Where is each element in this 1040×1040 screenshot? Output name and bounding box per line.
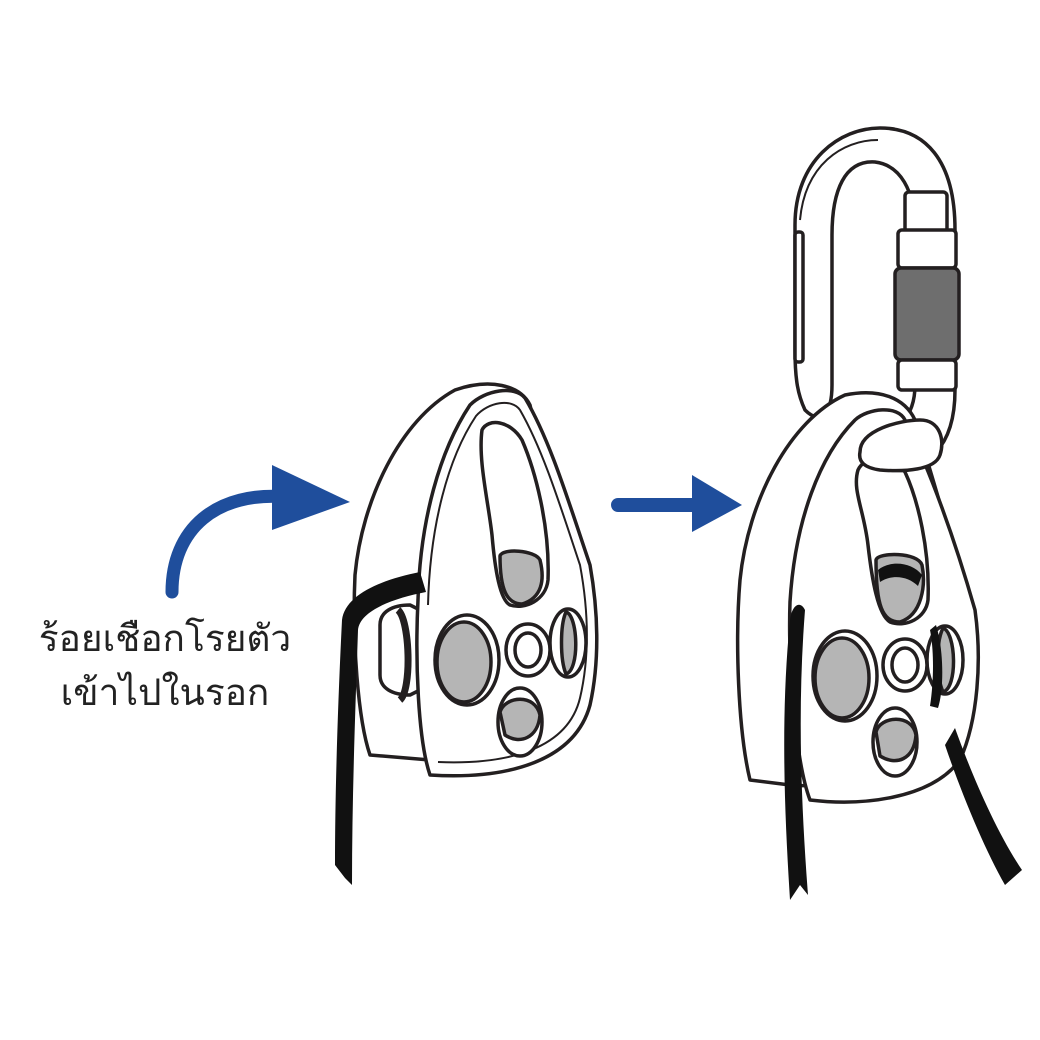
left-pulley-icon: [352, 382, 599, 778]
right-rope-right-strand: [945, 728, 1022, 885]
caption-line-2: เข้าไปในรอก: [60, 671, 270, 714]
curved-arrow-icon: [165, 465, 350, 599]
carabiner-lower-loop: [857, 418, 944, 473]
straight-arrow-icon: [611, 475, 742, 532]
carabiner-icon: [793, 126, 961, 472]
right-rope-left-strand: [784, 604, 808, 900]
right-rope-top: [878, 563, 922, 586]
right-rope-inner: [930, 625, 943, 708]
caption-line-1: ร้อยเชือกโรยตัว: [38, 617, 292, 660]
instruction-caption: ร้อยเชือกโรยตัว เข้าไปในรอก: [20, 612, 310, 720]
left-rope: [335, 572, 426, 885]
